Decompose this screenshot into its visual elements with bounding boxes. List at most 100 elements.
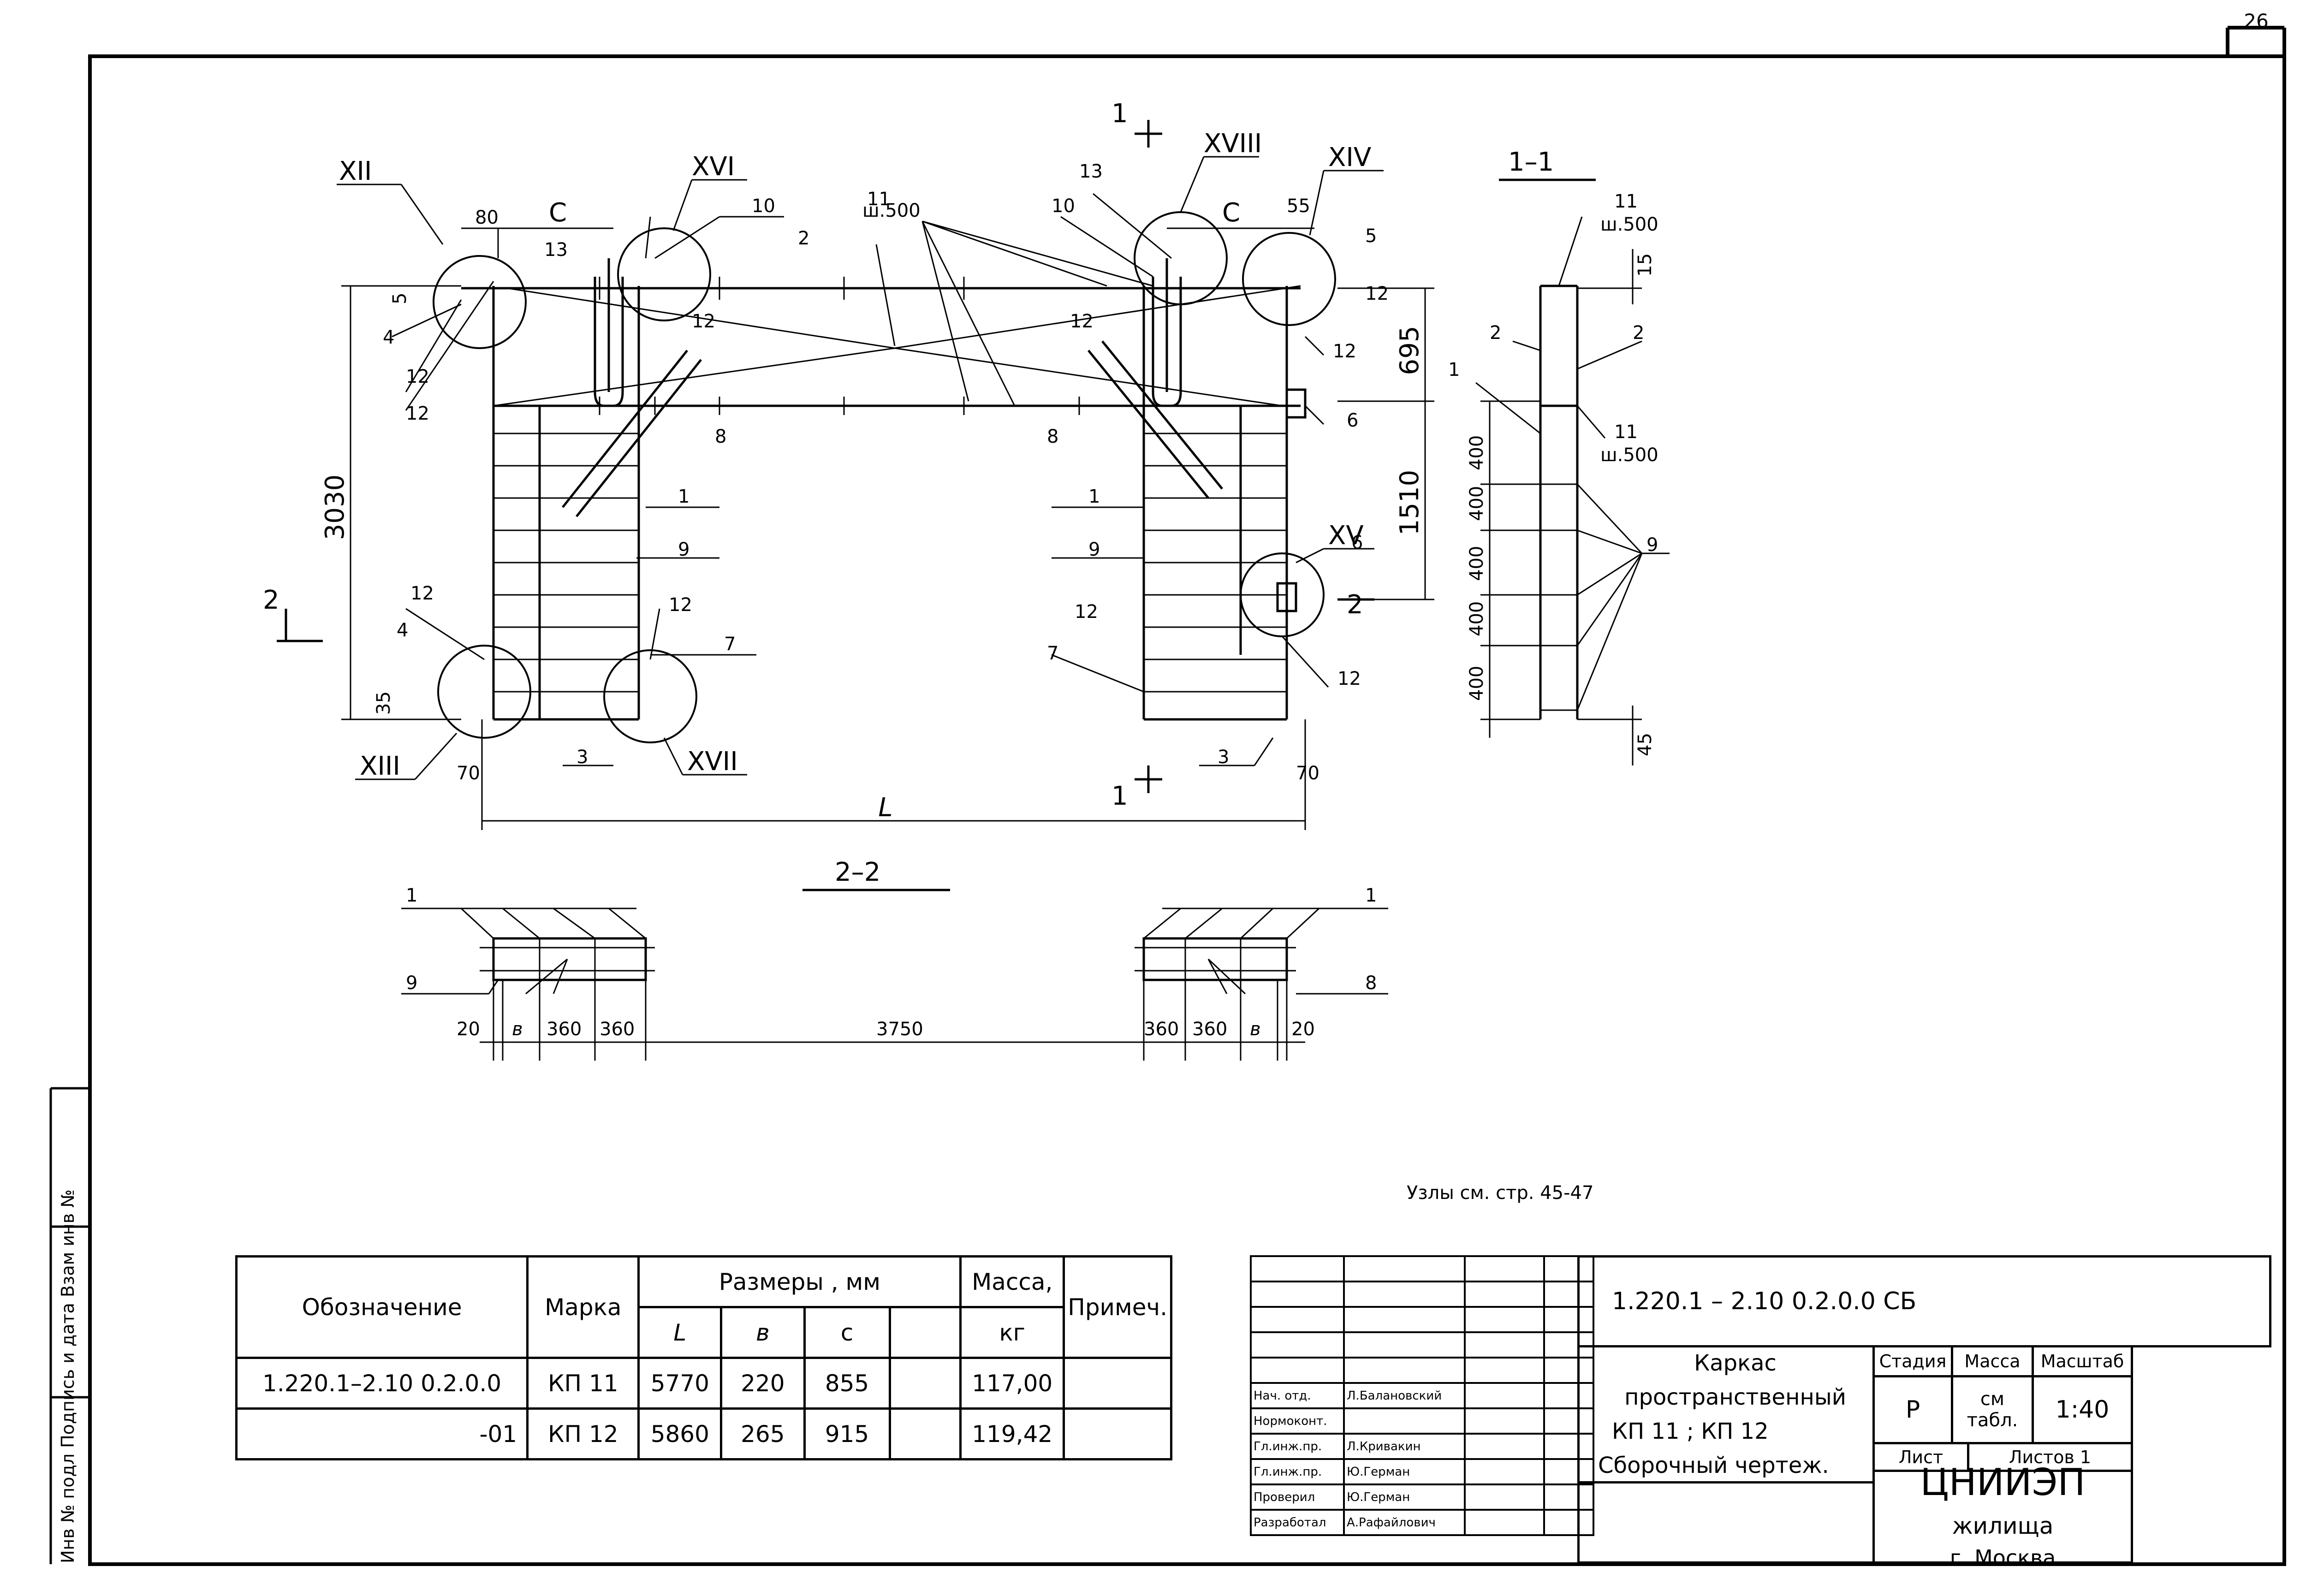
s22-span: 3750 — [876, 1019, 923, 1040]
pos-5: 5 — [1365, 225, 1377, 247]
s22-right-dim-360b: 360 — [1192, 1019, 1227, 1040]
s11-spacing-2: 400 — [1466, 486, 1487, 521]
diagonal-left — [493, 347, 895, 407]
pos-9-left: 9 — [678, 539, 689, 560]
section-1-1: 1–1 — [1475, 147, 1670, 765]
dim-1510: 1510 — [1395, 470, 1425, 536]
pos-3-right: 3 — [1218, 747, 1229, 768]
dim-3030: 3030 — [320, 475, 350, 540]
s22-left-dim-360a: 360 — [547, 1019, 582, 1040]
sig-name-3: Л.Кривакин — [1343, 1433, 1466, 1460]
s11-pos-2-right: 2 — [1633, 322, 1644, 344]
title-empty-cell — [1577, 1481, 1875, 1564]
node-circle-xiv — [1242, 232, 1336, 326]
hdr-mass: Масса, — [959, 1255, 1065, 1308]
s11-pitch-mid: ш.500 — [1600, 445, 1658, 466]
row2-designation: -01 — [235, 1407, 529, 1460]
s22-right-dim-b: в — [1250, 1019, 1261, 1040]
row1-note — [1063, 1357, 1172, 1410]
section-mark-2-left: 2 — [263, 585, 279, 615]
s22-left-dim-20: 20 — [457, 1019, 480, 1040]
signature-row: Гл.инж.пр.Л.Кривакин — [1250, 1433, 1594, 1460]
row2-mass: 119,42 — [959, 1407, 1065, 1460]
pos-4-top: 4 — [383, 327, 394, 348]
node-label-xiv: XIV — [1328, 142, 1371, 172]
pos-4-bottom: 4 — [397, 620, 408, 641]
row1-c: 855 — [803, 1357, 891, 1410]
doc-code: 1.220.1 – 2.10 0.2.0.0 СБ — [1577, 1255, 2271, 1347]
pos-8-left: 8 — [715, 426, 726, 447]
diagonal-b — [894, 347, 1283, 407]
row2-mark: КП 12 — [526, 1407, 640, 1460]
s22-pos-9: 9 — [406, 973, 417, 994]
s11-pos-1: 1 — [1448, 359, 1460, 380]
sig-role-2: Нормоконт. — [1250, 1407, 1345, 1435]
diagonal-a — [507, 287, 895, 349]
pos-12-l2: 12 — [406, 403, 429, 424]
node-circle-xvii — [603, 649, 697, 743]
row1-mass: 117,00 — [959, 1357, 1065, 1410]
right-frame — [1088, 258, 1307, 721]
s11-spacing-5: 400 — [1466, 666, 1487, 701]
pos-2-top: 2 — [798, 228, 809, 249]
signature-grid: Нач. отд.Л.Балановский Нормоконт. Гл.инж… — [1250, 1255, 1594, 1536]
org-name-2: жилища — [1952, 1513, 2054, 1539]
sig-role-3: Гл.инж.пр. — [1250, 1433, 1345, 1460]
pos-11-top: 11 — [867, 189, 891, 210]
s11-pos-11-mid: 11 — [1614, 421, 1638, 443]
scale-value: 1:40 — [2032, 1375, 2133, 1444]
sig-role-5: Проверил — [1250, 1483, 1345, 1511]
dim-80: 80 — [475, 207, 499, 228]
pos-12-xv: 12 — [1337, 668, 1361, 689]
signature-row: Нормоконт. — [1250, 1407, 1594, 1435]
s11-dim-15: 15 — [1634, 253, 1656, 277]
sig-role-6: Разработал — [1250, 1509, 1345, 1536]
hdr-c: с — [803, 1306, 891, 1359]
hdr-empty — [888, 1306, 962, 1359]
node-label-xvi: XVI — [692, 152, 735, 182]
s11-pitch-top: ш.500 — [1600, 214, 1658, 235]
s11-spacing-4: 400 — [1466, 601, 1487, 636]
hdr-designation: Обозначение — [235, 1255, 529, 1359]
pos-1-left: 1 — [678, 486, 689, 507]
dim-c-right: C — [1222, 198, 1240, 228]
s22-right-dim-20: 20 — [1291, 1019, 1315, 1040]
hdr-b: в — [720, 1306, 806, 1359]
section-1-1-title: 1–1 — [1508, 147, 1554, 177]
hdr-note: Примеч. — [1063, 1255, 1172, 1359]
stage-value: Р — [1872, 1375, 1953, 1444]
sig-name-2 — [1343, 1407, 1466, 1435]
title-line-3: Сборочный чертеж. — [1598, 1453, 1829, 1478]
org-city: г. Москва — [1949, 1545, 2056, 1570]
dim-55: 55 — [1287, 196, 1310, 217]
section-mark-2-right: 2 — [1347, 590, 1363, 620]
position-leaders — [392, 193, 1329, 766]
sig-name-5: Ю.Герман — [1343, 1483, 1466, 1511]
signature-row: Гл.инж.пр.Ю.Герман — [1250, 1458, 1594, 1485]
title-block: Нач. отд.Л.Балановский Нормоконт. Гл.инж… — [1250, 1255, 2271, 1570]
diagonal-right — [894, 285, 1301, 349]
row1-L: 5770 — [637, 1357, 723, 1410]
row2-note — [1063, 1407, 1172, 1460]
pitch-label-main: ш.500 — [862, 200, 921, 221]
section-2-2: 2–2 — [401, 857, 1388, 1061]
row1-mark: КП 11 — [526, 1357, 640, 1410]
spec-table: Обозначение Марка Размеры , мм Масса, Пр… — [235, 1255, 1172, 1460]
pos-12-mid-r: 12 — [1070, 311, 1094, 332]
row2-c: 915 — [803, 1407, 891, 1460]
node-circle-xii — [433, 255, 527, 349]
s22-pos-1-left: 1 — [406, 885, 417, 906]
hdr-L: L — [637, 1306, 723, 1359]
sig-name-4: Ю.Герман — [1343, 1458, 1466, 1485]
hdr-mass-unit: кг — [959, 1306, 1065, 1359]
dim-L: L — [878, 793, 892, 823]
sig-name-6: А.Рафайлович — [1343, 1509, 1466, 1536]
pos-3-left: 3 — [576, 747, 588, 768]
node-label-xii: XII — [339, 156, 372, 186]
dim-70-right: 70 — [1296, 763, 1319, 784]
s22-pos-1-right: 1 — [1365, 885, 1377, 906]
s11-spacing-3: 400 — [1466, 546, 1487, 581]
node-circle-xiii — [437, 645, 531, 739]
pos-7-right: 7 — [1047, 643, 1058, 664]
sig-role-1: Нач. отд. — [1250, 1382, 1345, 1409]
